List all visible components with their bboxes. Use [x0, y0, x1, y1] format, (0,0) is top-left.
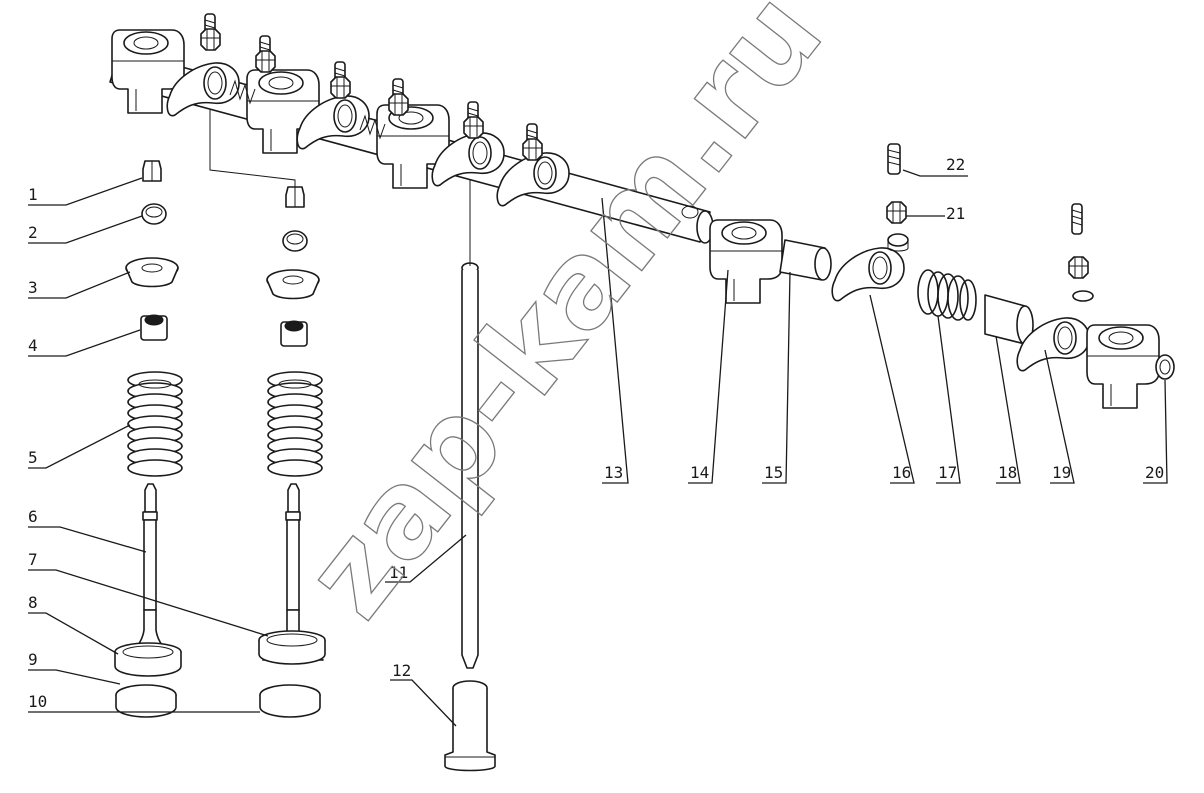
- push-rod-11: [461, 180, 479, 669]
- label-13: 13: [604, 463, 623, 482]
- label-6: 6: [28, 507, 38, 526]
- bracket-14: [709, 219, 783, 304]
- valve-group-left: [114, 160, 183, 718]
- tappet-12: [444, 680, 496, 772]
- label-9: 9: [28, 650, 38, 669]
- label-11: 11: [389, 563, 408, 582]
- bushing-18: [984, 294, 1034, 345]
- valve-group-right: [209, 110, 326, 718]
- label-17: 17: [938, 463, 957, 482]
- label-10: 10: [28, 692, 47, 711]
- label-22: 22: [946, 155, 965, 174]
- callouts: 1 2 3 4 5 6 7 8 9 10 11 12 13 14 15 16 1…: [28, 155, 1168, 727]
- label-1: 1: [28, 185, 38, 204]
- label-4: 4: [28, 336, 38, 355]
- exploded-shaft-parts: [709, 143, 1175, 409]
- label-16: 16: [892, 463, 911, 482]
- label-3: 3: [28, 278, 38, 297]
- label-12: 12: [392, 661, 411, 680]
- spring-17: [917, 269, 977, 321]
- label-2: 2: [28, 223, 38, 242]
- label-19: 19: [1052, 463, 1071, 482]
- label-8: 8: [28, 593, 38, 612]
- label-5: 5: [28, 448, 38, 467]
- bushing-15: [779, 239, 832, 281]
- label-18: 18: [998, 463, 1017, 482]
- watermark: zap-kam.ru: [278, 0, 848, 642]
- label-15: 15: [764, 463, 783, 482]
- label-7: 7: [28, 550, 38, 569]
- label-21: 21: [946, 204, 965, 223]
- label-14: 14: [690, 463, 709, 482]
- label-20: 20: [1145, 463, 1164, 482]
- rocker-shaft-assembly: [109, 14, 714, 244]
- plug-20: [1155, 354, 1175, 380]
